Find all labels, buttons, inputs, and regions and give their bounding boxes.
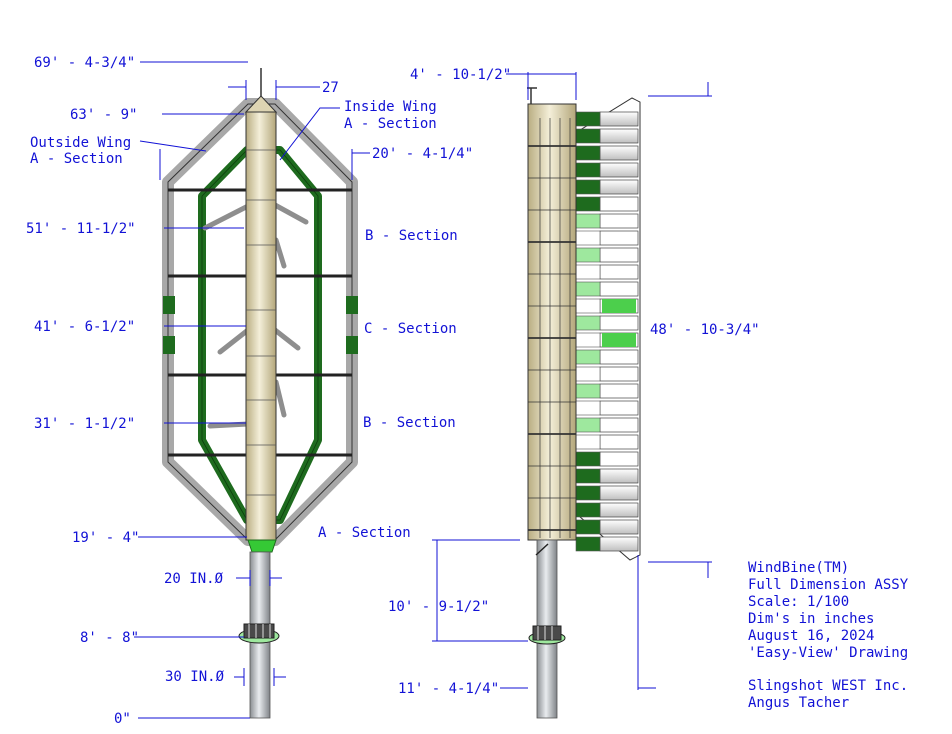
blade-fin	[599, 111, 639, 127]
side-blades	[575, 111, 639, 552]
front-hub	[238, 623, 280, 644]
blade-root	[575, 128, 601, 144]
blade-fin	[599, 315, 639, 331]
blade-fin	[599, 383, 639, 399]
blade-fin	[599, 349, 639, 365]
blade-fin	[599, 451, 639, 467]
elev-mid-c-label: 41' - 6-1/2"	[34, 319, 135, 335]
side-view	[527, 87, 641, 719]
inside-wing-label: Inside Wing	[344, 99, 437, 115]
blade-fin	[599, 281, 639, 297]
blade-root	[575, 400, 601, 416]
blade-fin	[599, 162, 639, 178]
blade-root	[575, 417, 601, 433]
elev-upper-b-label: 51' - 11-1/2"	[26, 221, 136, 237]
blade-root	[575, 519, 601, 535]
title-scale: Scale: 1/100	[748, 594, 849, 610]
title-drawing-type: 'Easy-View' Drawing	[748, 645, 908, 661]
blade-root	[575, 298, 601, 314]
blade-root	[575, 485, 601, 501]
blade-fin	[599, 247, 639, 263]
b-section-upper-label: B - Section	[365, 228, 458, 244]
blade-root	[575, 502, 601, 518]
blade-fin	[599, 536, 639, 552]
blade-fin	[599, 400, 639, 416]
blade-fin	[599, 196, 639, 212]
blade-fin	[599, 230, 639, 246]
blade-fin	[599, 128, 639, 144]
shaft-diameter-label: 20 IN.Ø	[164, 571, 224, 587]
blade-root	[575, 247, 601, 263]
blade-accent	[602, 333, 636, 347]
title-company: Slingshot WEST Inc.	[748, 678, 908, 694]
clearance-label: 10' - 9-1/2"	[388, 599, 489, 615]
blade-fin	[599, 434, 639, 450]
blade-root	[575, 349, 601, 365]
side-hub	[528, 625, 566, 645]
blade-fin	[599, 468, 639, 484]
inside-wing-section-label: A - Section	[344, 116, 437, 132]
blade-fin	[599, 417, 639, 433]
blade-fin	[599, 264, 639, 280]
title-subtitle: Full Dimension ASSY	[748, 577, 909, 593]
blade-root	[575, 179, 601, 195]
blade-root	[575, 366, 601, 382]
blade-fin	[599, 213, 639, 229]
elev-top-label: 69' - 4-3/4"	[34, 55, 135, 71]
blade-root	[575, 451, 601, 467]
blade-root	[575, 383, 601, 399]
title-date: August 16, 2024	[748, 628, 874, 644]
blade-root	[575, 536, 601, 552]
blade-fin	[599, 366, 639, 382]
blade-accent	[602, 299, 636, 313]
blade-root	[575, 434, 601, 450]
elev-hub-label: 8' - 8"	[80, 630, 139, 646]
blade-root	[575, 332, 601, 348]
outer-offset-label: 20' - 4-1/4"	[372, 146, 473, 162]
blade-root	[575, 196, 601, 212]
blade-root	[575, 145, 601, 161]
blade-height-label: 48' - 10-3/4"	[650, 322, 760, 338]
mast-width-label: 27	[322, 80, 339, 96]
front-view	[162, 68, 358, 719]
blade-root	[575, 468, 601, 484]
title-block: WindBine(TM) Full Dimension ASSY Scale: …	[748, 560, 909, 711]
blade-fin	[599, 485, 639, 501]
side-mast	[527, 103, 577, 541]
elev-ground-label: 0"	[114, 711, 131, 727]
blade-fin	[599, 145, 639, 161]
base-diameter-label: 30 IN.Ø	[165, 669, 225, 685]
c-section-label: C - Section	[364, 321, 457, 337]
blade-root	[575, 162, 601, 178]
title-author: Angus Tacher	[748, 695, 849, 711]
elev-wing-bottom-label: 19' - 4"	[72, 530, 139, 546]
dimension-lines	[134, 61, 712, 719]
title-units: Dim's in inches	[748, 611, 874, 627]
blade-fin	[599, 502, 639, 518]
front-mast	[245, 111, 277, 541]
blade-root	[575, 230, 601, 246]
base-height-label: 11' - 4-1/4"	[398, 681, 499, 697]
blade-fin	[599, 179, 639, 195]
blade-root	[575, 315, 601, 331]
blade-root	[575, 264, 601, 280]
outside-wing-section-label: A - Section	[30, 151, 123, 167]
side-width-label: 4' - 10-1/2"	[410, 67, 511, 83]
blade-root	[575, 111, 601, 127]
outside-wing-label: Outside Wing	[30, 135, 131, 151]
blade-root	[575, 281, 601, 297]
blade-root	[575, 213, 601, 229]
title-name: WindBine(TM)	[748, 560, 849, 576]
elev-wing-top-label: 63' - 9"	[70, 107, 137, 123]
blade-fin	[599, 519, 639, 535]
elev-lower-b-label: 31' - 1-1/2"	[34, 416, 135, 432]
a-section-bottom-label: A - Section	[318, 525, 411, 541]
b-section-lower-label: B - Section	[363, 415, 456, 431]
